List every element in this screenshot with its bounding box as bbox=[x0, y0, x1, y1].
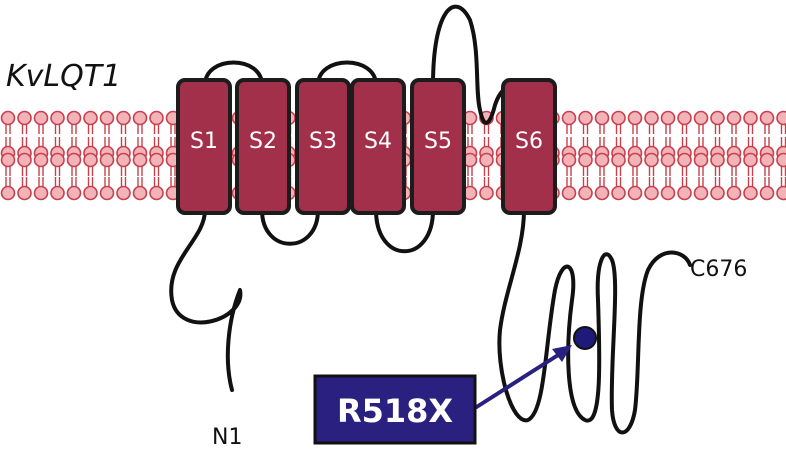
lipid-head bbox=[759, 185, 775, 201]
lipid-head bbox=[17, 110, 32, 126]
lipid-head bbox=[50, 185, 65, 201]
lipid-head bbox=[479, 185, 494, 201]
n-terminus-label: N1 bbox=[212, 425, 242, 450]
mutation-arrow bbox=[473, 348, 568, 410]
segment-s1 bbox=[176, 78, 232, 215]
lipid-head bbox=[132, 152, 148, 168]
lipid-head bbox=[677, 152, 692, 168]
lipid-head bbox=[578, 185, 593, 201]
lipid-head bbox=[561, 110, 577, 126]
lipid-head bbox=[776, 152, 786, 168]
segment-s4 bbox=[350, 78, 406, 215]
mutation-label: R518X bbox=[337, 392, 453, 430]
lipid-head bbox=[693, 152, 709, 168]
lipid-head bbox=[99, 185, 115, 201]
lipid-head bbox=[627, 185, 643, 201]
lipid-head bbox=[33, 152, 49, 168]
lipid-head bbox=[83, 185, 98, 201]
lipid-head bbox=[561, 185, 577, 201]
lipid-head bbox=[776, 185, 786, 201]
protein-name: KvLQT1 bbox=[6, 59, 121, 94]
lipid-head bbox=[578, 152, 593, 168]
segment-label-s5: S5 bbox=[424, 129, 452, 154]
lipid-head bbox=[611, 152, 626, 168]
lipid-head bbox=[50, 110, 65, 126]
lipid-head bbox=[116, 152, 131, 168]
lipid-head bbox=[677, 110, 692, 126]
transmembrane-segments: S1 S2 S3 S4 S5 S6 bbox=[176, 78, 557, 215]
lipid-head bbox=[660, 152, 676, 168]
lipid-head bbox=[660, 110, 676, 126]
lipid-head bbox=[0, 152, 16, 168]
lipid-head bbox=[743, 110, 758, 126]
lipid-head bbox=[611, 110, 626, 126]
lipid-head bbox=[644, 185, 659, 201]
lipid-head bbox=[66, 185, 82, 201]
lipid-head bbox=[743, 152, 758, 168]
segment-label-s4: S4 bbox=[364, 129, 392, 154]
lipid-head bbox=[710, 185, 725, 201]
mutation-arrowhead bbox=[552, 345, 572, 362]
lipid-head bbox=[677, 185, 692, 201]
segment-label-s1: S1 bbox=[190, 129, 218, 154]
segment-label-s3: S3 bbox=[309, 129, 337, 154]
lipid-head bbox=[116, 185, 131, 201]
lipid-head bbox=[693, 110, 709, 126]
segment-s6 bbox=[501, 78, 557, 215]
lipid-head bbox=[0, 185, 16, 201]
lipid-head bbox=[594, 152, 610, 168]
lipid-head bbox=[578, 110, 593, 126]
segment-s2 bbox=[235, 78, 291, 215]
lipid-head bbox=[726, 110, 742, 126]
lipid-head bbox=[149, 185, 164, 201]
lipid-head bbox=[627, 152, 643, 168]
lipid-head bbox=[710, 152, 725, 168]
lipid-head bbox=[0, 110, 16, 126]
lipid-head bbox=[726, 185, 742, 201]
lipid-head bbox=[83, 110, 98, 126]
lipid-head bbox=[743, 185, 758, 201]
lipid-head bbox=[644, 110, 659, 126]
lipid-head bbox=[644, 152, 659, 168]
lipid-head bbox=[33, 185, 49, 201]
lipid-head bbox=[99, 152, 115, 168]
lipid-head bbox=[594, 185, 610, 201]
lipid-head bbox=[17, 185, 32, 201]
lipid-head bbox=[693, 185, 709, 201]
lipid-head bbox=[710, 110, 725, 126]
c-terminus-label: C676 bbox=[690, 257, 747, 282]
lipid-head bbox=[627, 110, 643, 126]
lipid-head bbox=[149, 152, 164, 168]
segment-s3 bbox=[295, 78, 351, 215]
polypeptide-chain bbox=[169, 4, 692, 435]
lipid-head bbox=[776, 110, 786, 126]
lipid-head bbox=[132, 185, 148, 201]
lipid-head bbox=[479, 152, 494, 168]
lipid-head bbox=[50, 152, 65, 168]
lipid-head bbox=[660, 185, 676, 201]
lipid-head bbox=[66, 152, 82, 168]
lipid-head bbox=[33, 110, 49, 126]
lipid-head bbox=[759, 110, 775, 126]
lipid-head bbox=[132, 110, 148, 126]
lipid-head bbox=[561, 152, 577, 168]
lipid-head bbox=[66, 110, 82, 126]
mutation-label-box bbox=[313, 374, 477, 445]
segment-s5 bbox=[410, 78, 466, 215]
segment-label-s6: S6 bbox=[515, 129, 543, 154]
lipid-head bbox=[759, 152, 775, 168]
lipid-head bbox=[116, 110, 131, 126]
lipid-head bbox=[611, 185, 626, 201]
segment-label-s2: S2 bbox=[249, 129, 277, 154]
lipid-head bbox=[99, 110, 115, 126]
lipid-head bbox=[149, 110, 164, 126]
lipid-head bbox=[726, 152, 742, 168]
mutation-site-dot bbox=[573, 326, 597, 350]
lipid-head bbox=[594, 110, 610, 126]
lipid-head bbox=[83, 152, 98, 168]
lipid-head bbox=[17, 152, 32, 168]
